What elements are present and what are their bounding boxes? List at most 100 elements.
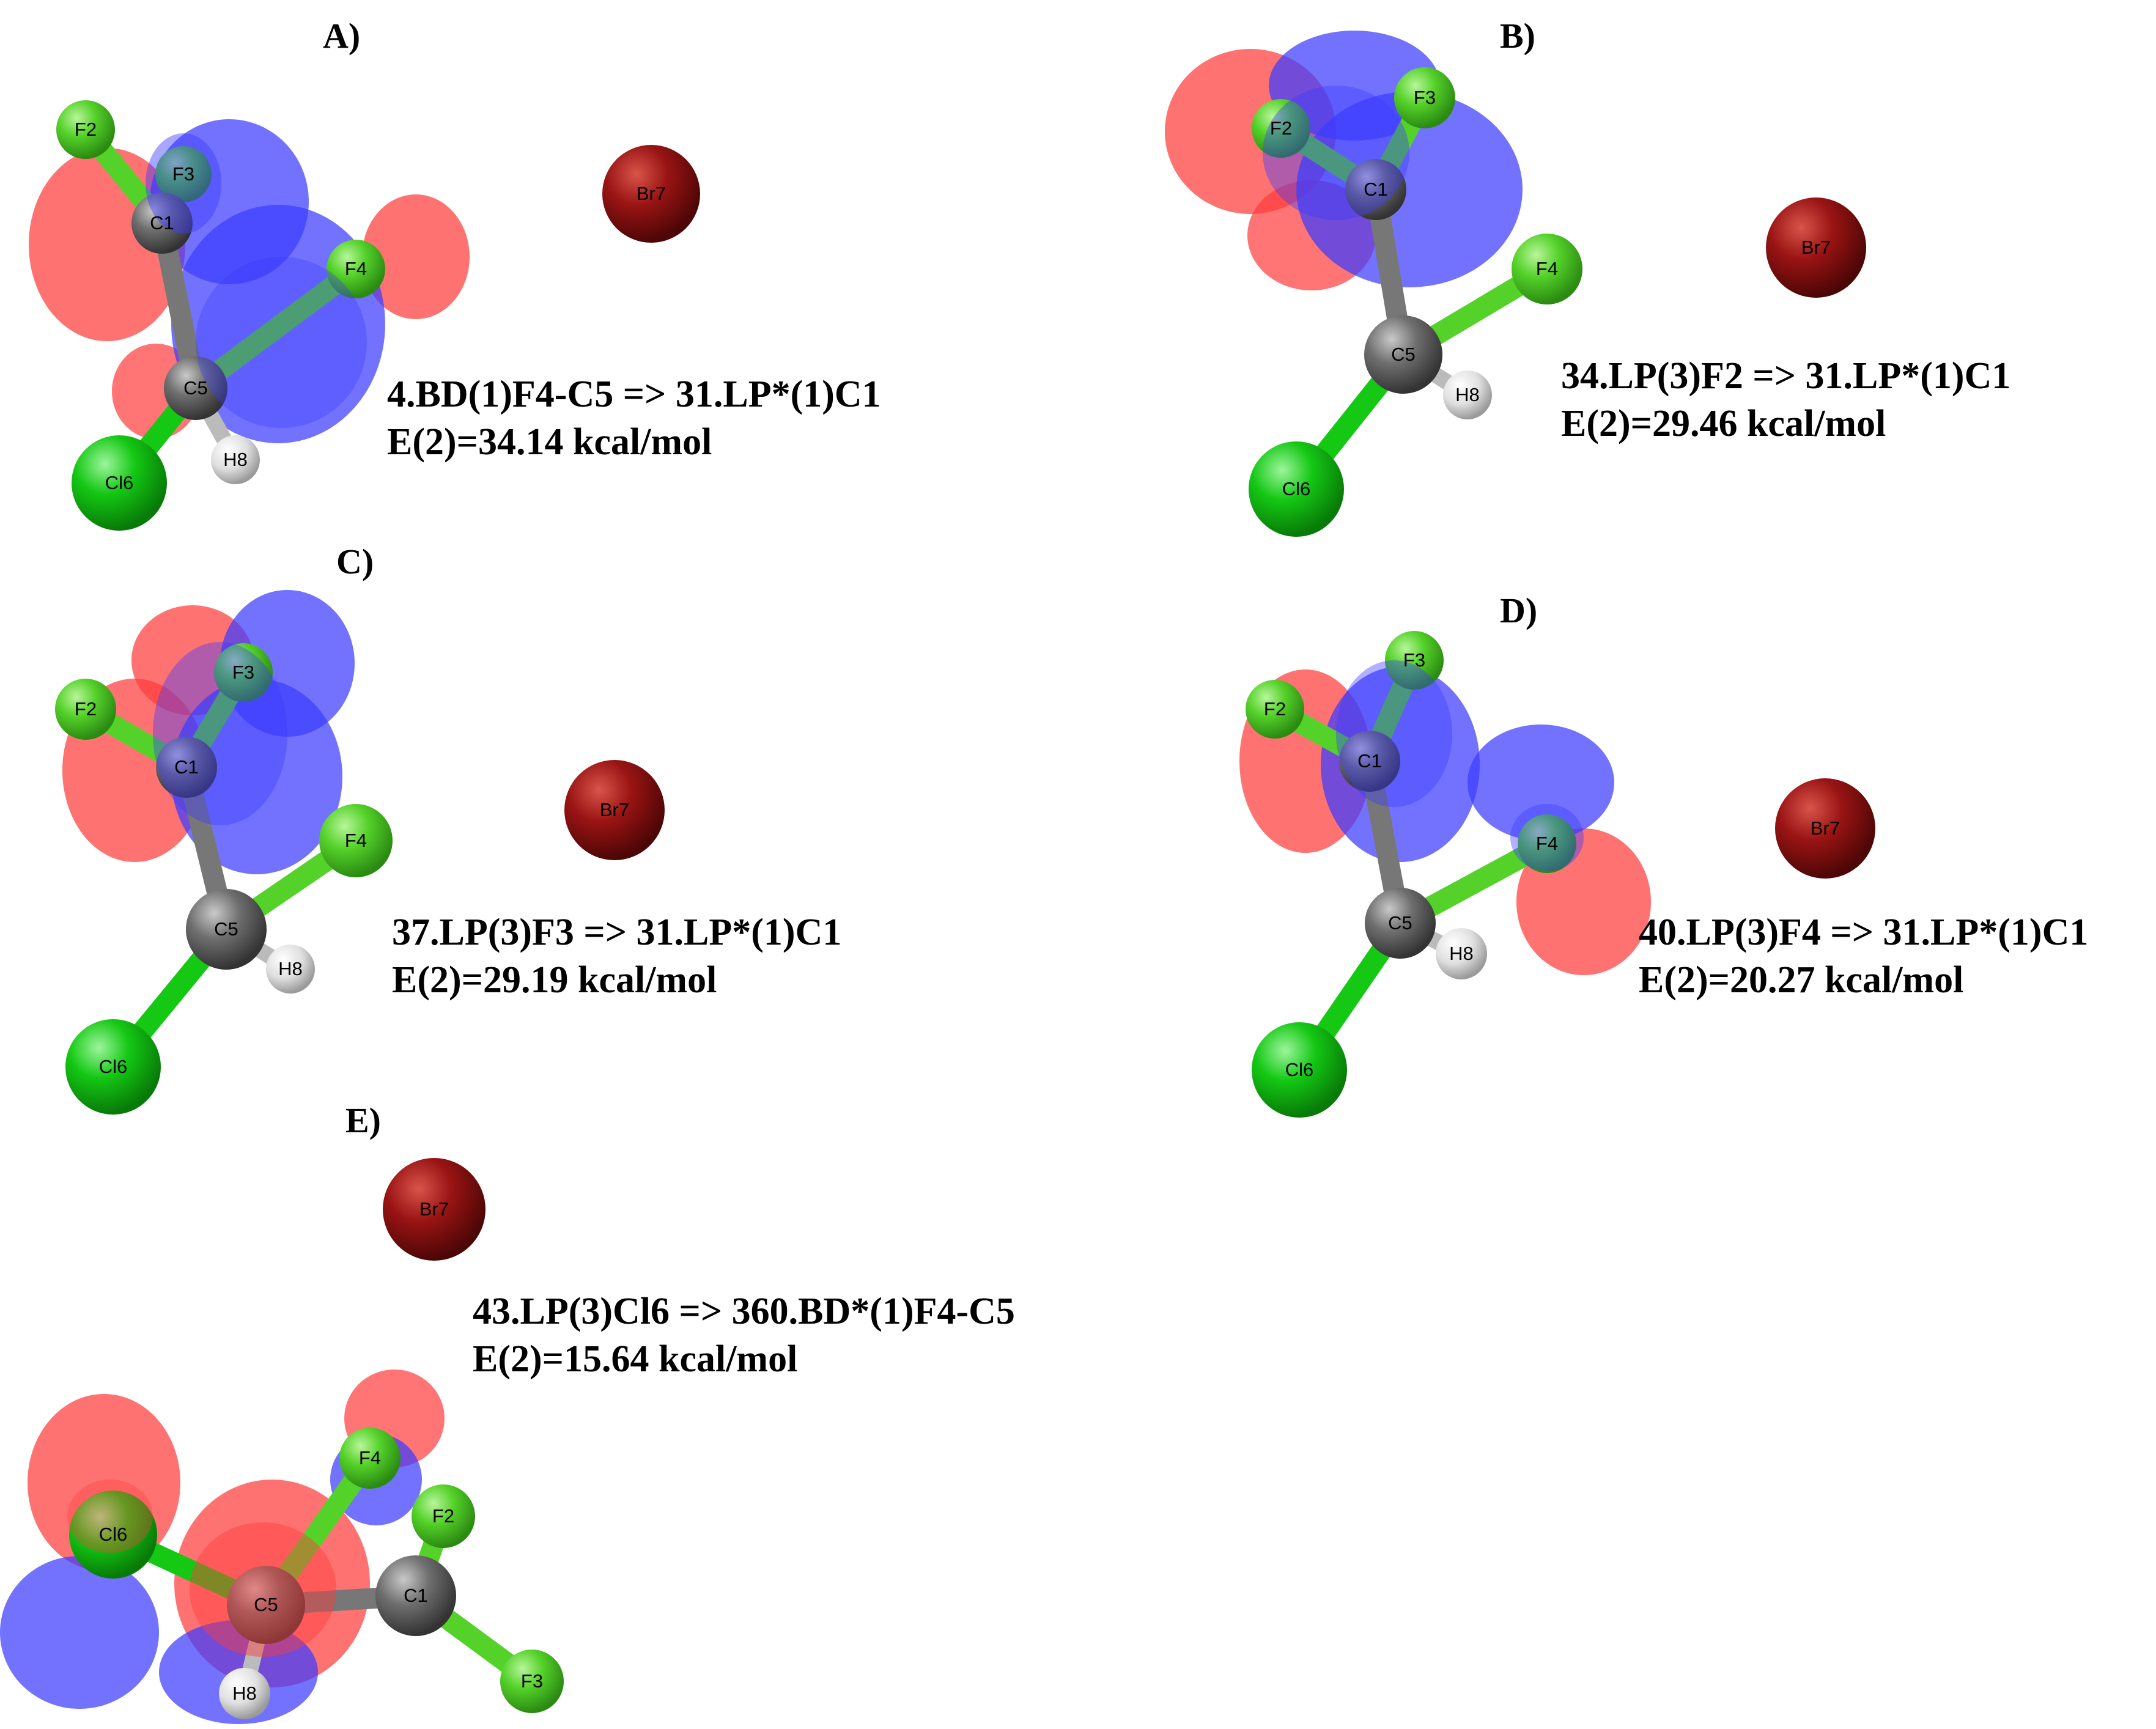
bond-c5-f4 bbox=[185, 259, 366, 399]
atom-label-f3: F3 bbox=[172, 163, 194, 185]
energy-label: E(2)=34.14 kcal/mol bbox=[387, 421, 712, 463]
atom-label-h8: H8 bbox=[1449, 943, 1474, 964]
atom-labels: F2 F3 C1 F4 C5 Cl6 H8 Br7 bbox=[1264, 649, 1840, 1080]
atom-overlay bbox=[1336, 660, 1584, 871]
interaction-label: 43.LP(3)Cl6 => 360.BD*(1)F4-C5 bbox=[473, 1291, 1015, 1332]
panel-label: D) bbox=[1500, 591, 1537, 630]
atom-label-f2: F2 bbox=[432, 1505, 454, 1527]
atom-c1 bbox=[1345, 159, 1406, 220]
orbital-overlay-positive bbox=[67, 1480, 153, 1553]
panel-b: B) F2 F3 bbox=[1165, 16, 2010, 537]
atoms bbox=[55, 643, 665, 1115]
atom-overlay bbox=[1263, 86, 1409, 220]
orbital-lobes bbox=[1239, 666, 1651, 975]
atom-label-cl6: Cl6 bbox=[1285, 1059, 1314, 1080]
atom-c5 bbox=[1365, 888, 1436, 959]
atom-h8 bbox=[1443, 370, 1492, 419]
atom-label-c1: C1 bbox=[174, 756, 199, 778]
atom-labels: F2 F3 C1 F4 C5 Cl6 H8 Br7 bbox=[75, 119, 666, 493]
atom-f4 bbox=[319, 804, 393, 877]
atom-f4 bbox=[339, 1428, 401, 1489]
atom-label-f3: F3 bbox=[1414, 87, 1436, 108]
atom-br7 bbox=[383, 1158, 485, 1261]
interaction-label: 37.LP(3)F3 => 31.LP*(1)C1 bbox=[392, 912, 841, 953]
atom-cl6 bbox=[1252, 1022, 1347, 1118]
atom-f2 bbox=[55, 679, 116, 740]
atoms bbox=[56, 100, 700, 531]
atoms bbox=[69, 1158, 564, 1719]
panel-label: A) bbox=[323, 16, 360, 56]
atom-c5 bbox=[164, 356, 227, 420]
atom-f4 bbox=[1512, 234, 1582, 304]
interaction-label: 4.BD(1)F4-C5 => 31.LP*(1)C1 bbox=[387, 374, 881, 415]
atom-overlay bbox=[153, 642, 287, 825]
interaction-label: 40.LP(3)F4 => 31.LP*(1)C1 bbox=[1639, 912, 2088, 953]
atom-label-f2: F2 bbox=[1270, 117, 1292, 139]
atom-f4 bbox=[327, 240, 385, 298]
atom-h8 bbox=[219, 1668, 270, 1719]
atom-label-f4: F4 bbox=[345, 258, 367, 279]
orbital-lobes bbox=[1165, 31, 1523, 290]
atom-label-h8: H8 bbox=[232, 1683, 257, 1704]
atom-br7 bbox=[564, 760, 665, 860]
atom-label-h8: H8 bbox=[1455, 384, 1480, 405]
atom-label-f2: F2 bbox=[75, 119, 97, 140]
atom-label-c1: C1 bbox=[150, 212, 174, 234]
orbital-overlay-negative bbox=[146, 133, 221, 234]
atom-cl6 bbox=[72, 435, 167, 531]
atom-label-f3: F3 bbox=[521, 1670, 543, 1692]
panel-e: E) bbox=[0, 1100, 1015, 1724]
atom-label-br7: Br7 bbox=[1811, 817, 1840, 839]
atom-c5 bbox=[186, 889, 267, 970]
atom-label-c1: C1 bbox=[404, 1585, 428, 1606]
atom-labels: Cl6 F4 F2 C5 C1 H8 F3 Br7 bbox=[99, 1198, 543, 1704]
atom-label-f2: F2 bbox=[75, 698, 97, 720]
atom-cl6 bbox=[65, 1019, 161, 1115]
atom-label-br7: Br7 bbox=[637, 183, 666, 204]
atom-label-f4: F4 bbox=[1536, 833, 1558, 854]
orbital-overlay-positive bbox=[190, 1522, 336, 1657]
atom-label-br7: Br7 bbox=[419, 1198, 449, 1220]
atom-c5 bbox=[227, 1566, 305, 1644]
atom-label-c1: C1 bbox=[1357, 750, 1382, 772]
atom-label-br7: Br7 bbox=[600, 799, 629, 820]
orbital-overlay-negative bbox=[1510, 804, 1584, 871]
atom-br7 bbox=[602, 145, 700, 243]
orbital-lobe-positive bbox=[362, 194, 470, 319]
atom-br7 bbox=[1775, 778, 1875, 879]
atom-c1 bbox=[131, 193, 193, 254]
atom-f3 bbox=[1394, 67, 1455, 128]
orbital-lobe-negative bbox=[1467, 724, 1614, 841]
interaction-label: 34.LP(3)F2 => 31.LP*(1)C1 bbox=[1561, 355, 2010, 397]
atom-cl6 bbox=[69, 1491, 157, 1579]
panel-d: D) F2 bbox=[1239, 591, 2088, 1118]
atom-h8 bbox=[266, 945, 315, 994]
atom-label-h8: H8 bbox=[278, 958, 303, 979]
energy-label: E(2)=29.46 kcal/mol bbox=[1561, 403, 1886, 444]
atom-h8 bbox=[1436, 928, 1487, 979]
atom-br7 bbox=[1766, 197, 1866, 298]
atom-label-f3: F3 bbox=[232, 662, 254, 683]
orbital-lobe-negative bbox=[1296, 92, 1523, 287]
atom-label-h8: H8 bbox=[223, 449, 248, 470]
atom-c1 bbox=[156, 737, 217, 798]
atom-label-br7: Br7 bbox=[1801, 237, 1831, 258]
atoms bbox=[1249, 67, 1866, 537]
atom-overlay bbox=[146, 133, 367, 428]
atom-label-f4: F4 bbox=[345, 830, 367, 851]
atom-f2 bbox=[1252, 99, 1310, 158]
atom-c1 bbox=[375, 1555, 456, 1636]
panel-label: E) bbox=[345, 1100, 381, 1140]
atom-label-f3: F3 bbox=[1403, 649, 1425, 671]
atom-f2 bbox=[56, 100, 115, 159]
atom-f2 bbox=[1246, 680, 1304, 739]
orbital-overlay-negative bbox=[153, 642, 287, 825]
panel-label: C) bbox=[336, 542, 374, 581]
atom-c1 bbox=[1339, 731, 1400, 792]
atom-f2 bbox=[412, 1484, 475, 1548]
panel-label: B) bbox=[1500, 16, 1535, 56]
atom-cl6 bbox=[1249, 441, 1344, 537]
orbital-lobe-negative bbox=[1321, 666, 1480, 862]
atom-label-c5: C5 bbox=[254, 1594, 278, 1615]
